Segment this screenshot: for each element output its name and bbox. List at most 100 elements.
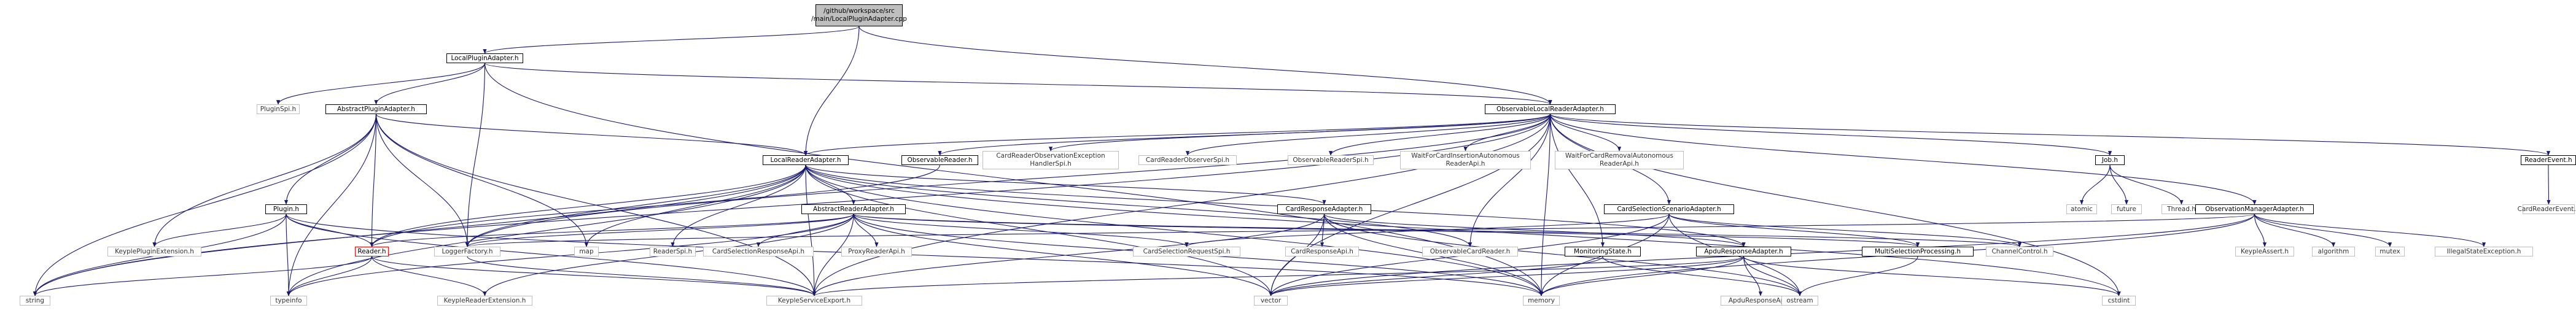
edge-job-to-atomic xyxy=(2079,164,2111,205)
edge-monitoringState-to-ostream xyxy=(1602,256,1802,296)
node-card-response-api: CardResponseApi.h xyxy=(1285,247,1359,256)
edge-apduResponseAdapter-to-memory xyxy=(1539,256,1745,296)
node-observable-card-reader: ObservableCardReader.h xyxy=(1422,247,1518,256)
node-keyple-reader-extension: KeypleReaderExtension.h xyxy=(437,296,532,306)
edge-localReaderAdapter-to-typeinfo xyxy=(286,164,806,296)
edge-localPluginAdapter-to-observableLocalReaderAdapter xyxy=(484,63,1552,105)
edge-pluginH-to-memory xyxy=(286,214,1543,296)
node-observable-local-reader-adapter[interactable]: ObservableLocalReaderAdapter.h xyxy=(1485,104,1616,114)
edge-loggerFactory-to-keypleServiceExport xyxy=(467,256,816,296)
edge-localPluginAdapter-to-memory xyxy=(484,63,1544,296)
edge-cardResponseAdapter-to-keypleServiceExport xyxy=(812,214,1325,296)
edge-readerH-to-keypleReaderExtension xyxy=(371,256,487,296)
edge-localPluginAdapter-to-loggerFactory xyxy=(465,63,486,247)
edge-pluginH-to-typeinfo xyxy=(286,214,291,296)
node-kepple-plugin-extension: KeyplePluginExtension.h xyxy=(107,247,201,256)
node-memory: memory xyxy=(1523,296,1560,306)
edge-observableLocalReaderAdapter-to-observableCardReader xyxy=(1468,114,1551,247)
node-card-response-adapter[interactable]: CardResponseAdapter.h xyxy=(1277,204,1371,214)
edge-cardResponseAdapter-to-apduResponseAdapter xyxy=(1323,214,1746,247)
edge-abstractReaderAdapter-to-proxyReaderApi xyxy=(853,214,879,247)
edge-observationManagerAdapter-to-mutex xyxy=(2254,214,2392,247)
edge-pluginH-to-kepplePluginExtension xyxy=(152,214,287,247)
node-ostream: ostream xyxy=(1781,296,1818,306)
node-apdu-response-adapter[interactable]: ApduResponseAdapter.h xyxy=(1696,247,1791,256)
node-keyple-service-export: KeypleServiceExport.h xyxy=(766,296,862,306)
edge-abstractReaderAdapter-to-readerH xyxy=(370,214,854,247)
edge-observableLocalReaderAdapter-to-keypleServiceExport xyxy=(812,114,1551,296)
node-card-reader-observer-spi: CardReaderObserverSpi.h xyxy=(1138,155,1237,165)
node-observation-manager-adapter[interactable]: ObservationManagerAdapter.h xyxy=(2195,204,2314,214)
node-root[interactable]: /github/workspace/src /main/LocalPluginA… xyxy=(811,4,907,26)
edge-multiSelectionProcessing-to-ostream xyxy=(1797,256,1918,296)
node-logger-factory: LoggerFactory.h xyxy=(434,247,500,256)
edge-observableLocalReaderAdapter-to-readerEvent xyxy=(1549,114,2550,156)
edge-abstractReaderAdapter-to-typeinfo xyxy=(287,214,854,296)
edge-observableLocalReaderAdapter-to-vector xyxy=(1269,114,1551,296)
dependency-edges xyxy=(33,26,2551,296)
edge-root-to-observableLocalReaderAdapter xyxy=(858,26,1552,105)
edge-observationManagerAdapter-to-algorithm xyxy=(2254,214,2336,247)
edge-observableLocalReaderAdapter-to-memory xyxy=(1539,114,1551,296)
edge-observableLocalReaderAdapter-to-job xyxy=(1549,114,2112,156)
edge-localReaderAdapter-to-loggerFactory xyxy=(465,164,806,247)
edge-observableLocalReaderAdapter-to-cardReaderObserverSpi xyxy=(1186,114,1551,156)
node-abstract-reader-adapter[interactable]: AbstractReaderAdapter.h xyxy=(801,204,906,214)
node-string: string xyxy=(20,296,50,306)
edge-localReaderAdapter-to-readerSpi xyxy=(671,164,806,247)
node-atomic: atomic xyxy=(2066,204,2097,214)
edge-localReaderAdapter-to-cstdint xyxy=(805,164,2121,296)
edge-abstractPluginAdapter-to-kepplePluginExtension xyxy=(152,114,377,247)
edge-apduResponseAdapter-to-vector xyxy=(1269,256,1745,296)
edge-apduResponseAdapter-to-ostream xyxy=(1743,256,1802,296)
node-reader-h[interactable]: Reader.h xyxy=(355,247,389,256)
edge-observableLocalReaderAdapter-to-cstdint xyxy=(1549,114,2121,296)
edge-observableLocalReaderAdapter-to-localReaderAdapter xyxy=(804,114,1551,156)
edge-localPluginAdapter-to-abstractPluginAdapter xyxy=(374,63,486,105)
edge-monitoringState-to-vector xyxy=(1269,256,1603,296)
edge-job-to-thread xyxy=(2109,164,2184,205)
edge-abstractPluginAdapter-to-loggerFactory xyxy=(375,114,470,247)
edge-observableLocalReaderAdapter-to-monitoringState xyxy=(1549,114,1605,247)
edge-localReaderAdapter-to-map xyxy=(584,164,806,247)
node-reader-event[interactable]: ReaderEvent.h xyxy=(2521,155,2576,165)
node-vector: vector xyxy=(1254,296,1288,306)
edge-observableLocalReaderAdapter-to-observationManagerAdapter xyxy=(1549,114,2257,205)
node-local-reader-adapter[interactable]: LocalReaderAdapter.h xyxy=(763,155,849,165)
node-wait-for-card-removal: WaitForCardRemovalAutonomous ReaderApi.h xyxy=(1555,151,1684,169)
node-plugin-h[interactable]: Plugin.h xyxy=(265,204,307,214)
node-monitoring-state[interactable]: MonitoringState.h xyxy=(1565,247,1641,256)
edge-root-to-localPluginAdapter xyxy=(483,26,860,54)
edge-abstractPluginAdapter-to-string xyxy=(33,114,377,296)
edge-abstractPluginAdapter-to-map xyxy=(375,114,589,247)
edge-apduResponseAdapter-to-keypleServiceExport xyxy=(812,256,1745,296)
node-observable-reader[interactable]: ObservableReader.h xyxy=(901,155,978,165)
node-reader-spi: ReaderSpi.h xyxy=(650,247,696,256)
node-job[interactable]: Job.h xyxy=(2095,155,2125,165)
node-wait-for-card-insertion: WaitForCardInsertionAutonomous ReaderApi… xyxy=(1400,151,1531,169)
edge-cardSelectionScenarioAdapter-to-channelControl xyxy=(1668,214,2021,247)
edge-localReaderAdapter-to-apduResponseAdapter xyxy=(805,164,1746,247)
node-algorithm: algorithm xyxy=(2312,247,2355,256)
node-apdu-response-api: ApduResponseApi.h xyxy=(1721,296,1800,306)
node-typeinfo: typeinfo xyxy=(270,296,307,306)
edge-localReaderAdapter-to-vector xyxy=(805,164,1273,296)
edge-abstractReaderAdapter-to-cardSelectionRequestSpi xyxy=(853,214,1189,247)
node-card-selection-scenario-adapter[interactable]: CardSelectionScenarioAdapter.h xyxy=(1604,204,1734,214)
edge-abstractReaderAdapter-to-vector xyxy=(853,214,1273,296)
edge-apduResponseAdapter-to-cstdint xyxy=(1743,256,2121,296)
edge-abstractPluginAdapter-to-localReaderAdapter xyxy=(375,114,807,156)
node-local-plugin-adapter[interactable]: LocalPluginAdapter.h xyxy=(446,53,523,63)
edge-abstractReaderAdapter-to-loggerFactory xyxy=(465,214,854,247)
edge-cardSelectionScenarioAdapter-to-multiSelectionProcessing xyxy=(1668,214,1920,247)
node-proxy-reader-api: ProxyReaderApi.h xyxy=(841,247,912,256)
edge-localReaderAdapter-to-observableCardReader xyxy=(805,164,1472,247)
node-multi-selection-processing[interactable]: MultiSelectionProcessing.h xyxy=(1862,247,1974,256)
node-abstract-plugin-adapter[interactable]: AbstractPluginAdapter.h xyxy=(325,104,427,114)
edge-job-to-future xyxy=(2109,164,2129,205)
edge-readerH-to-typeinfo xyxy=(286,256,373,296)
edge-localReaderAdapter-to-abstractReaderAdapter xyxy=(805,164,856,205)
edge-abstractReaderAdapter-to-keypleServiceExport xyxy=(812,214,854,296)
node-card-selection-response-api: CardSelectionResponseApi.h xyxy=(703,247,814,256)
